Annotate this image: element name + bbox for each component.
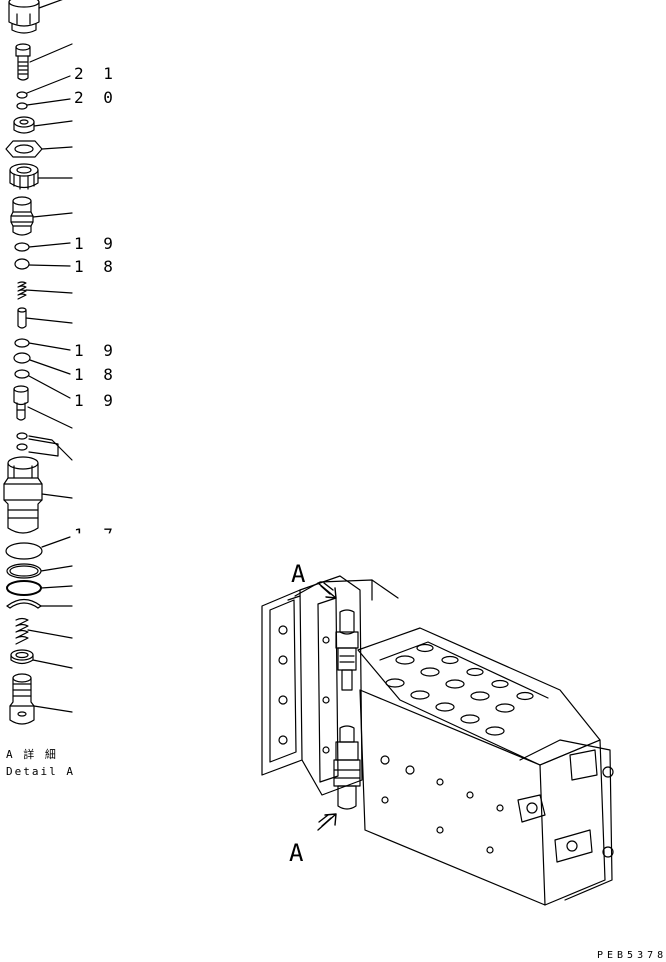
part-oring-18a (14, 258, 30, 270)
part-pin (17, 307, 27, 329)
part-valve-body (3, 456, 43, 534)
control-valve-assembly (261, 575, 614, 906)
detail-caption-japanese: A 詳 細 (6, 748, 58, 761)
callout-18: 1 8 (74, 257, 118, 276)
part-oring-19c (14, 369, 30, 379)
callout-19: 1 9 (74, 391, 118, 410)
callout-20: 2 0 (74, 88, 118, 107)
view-marker-top: A (291, 560, 306, 588)
part-spring-large (15, 617, 29, 645)
part-flange (5, 140, 43, 158)
part-nut (13, 116, 35, 134)
part-seal (10, 649, 34, 665)
callout-19: 1 9 (74, 234, 118, 253)
part-oring-19b (14, 338, 30, 348)
callout-17: 1 7 (74, 525, 118, 544)
part-oring-17 (5, 542, 43, 560)
part-oring-19a (14, 242, 30, 252)
part-spring-small (17, 281, 27, 300)
part-valve-stem (13, 385, 29, 421)
part-plug (9, 673, 35, 725)
part-backup-ring-b (6, 598, 42, 609)
view-arrow-bottom (317, 813, 337, 831)
part-cap (8, 0, 40, 34)
part-locknut (9, 163, 39, 190)
view-arrow-top (317, 582, 337, 599)
callout-18: 1 8 (74, 365, 118, 384)
callout-21: 2 1 (74, 64, 118, 83)
part-sleeve (10, 196, 34, 236)
part-oring-18b (13, 352, 31, 364)
callout-19: 1 9 (74, 341, 118, 360)
part-oring-20 (16, 102, 28, 110)
part-oring-b (6, 580, 42, 596)
detail-caption-english: Detail A (6, 765, 75, 778)
view-marker-bottom: A (289, 839, 304, 867)
part-bolt (15, 43, 31, 81)
drawing-code: PEB5378 (597, 950, 666, 961)
part-oring-21 (16, 91, 28, 99)
